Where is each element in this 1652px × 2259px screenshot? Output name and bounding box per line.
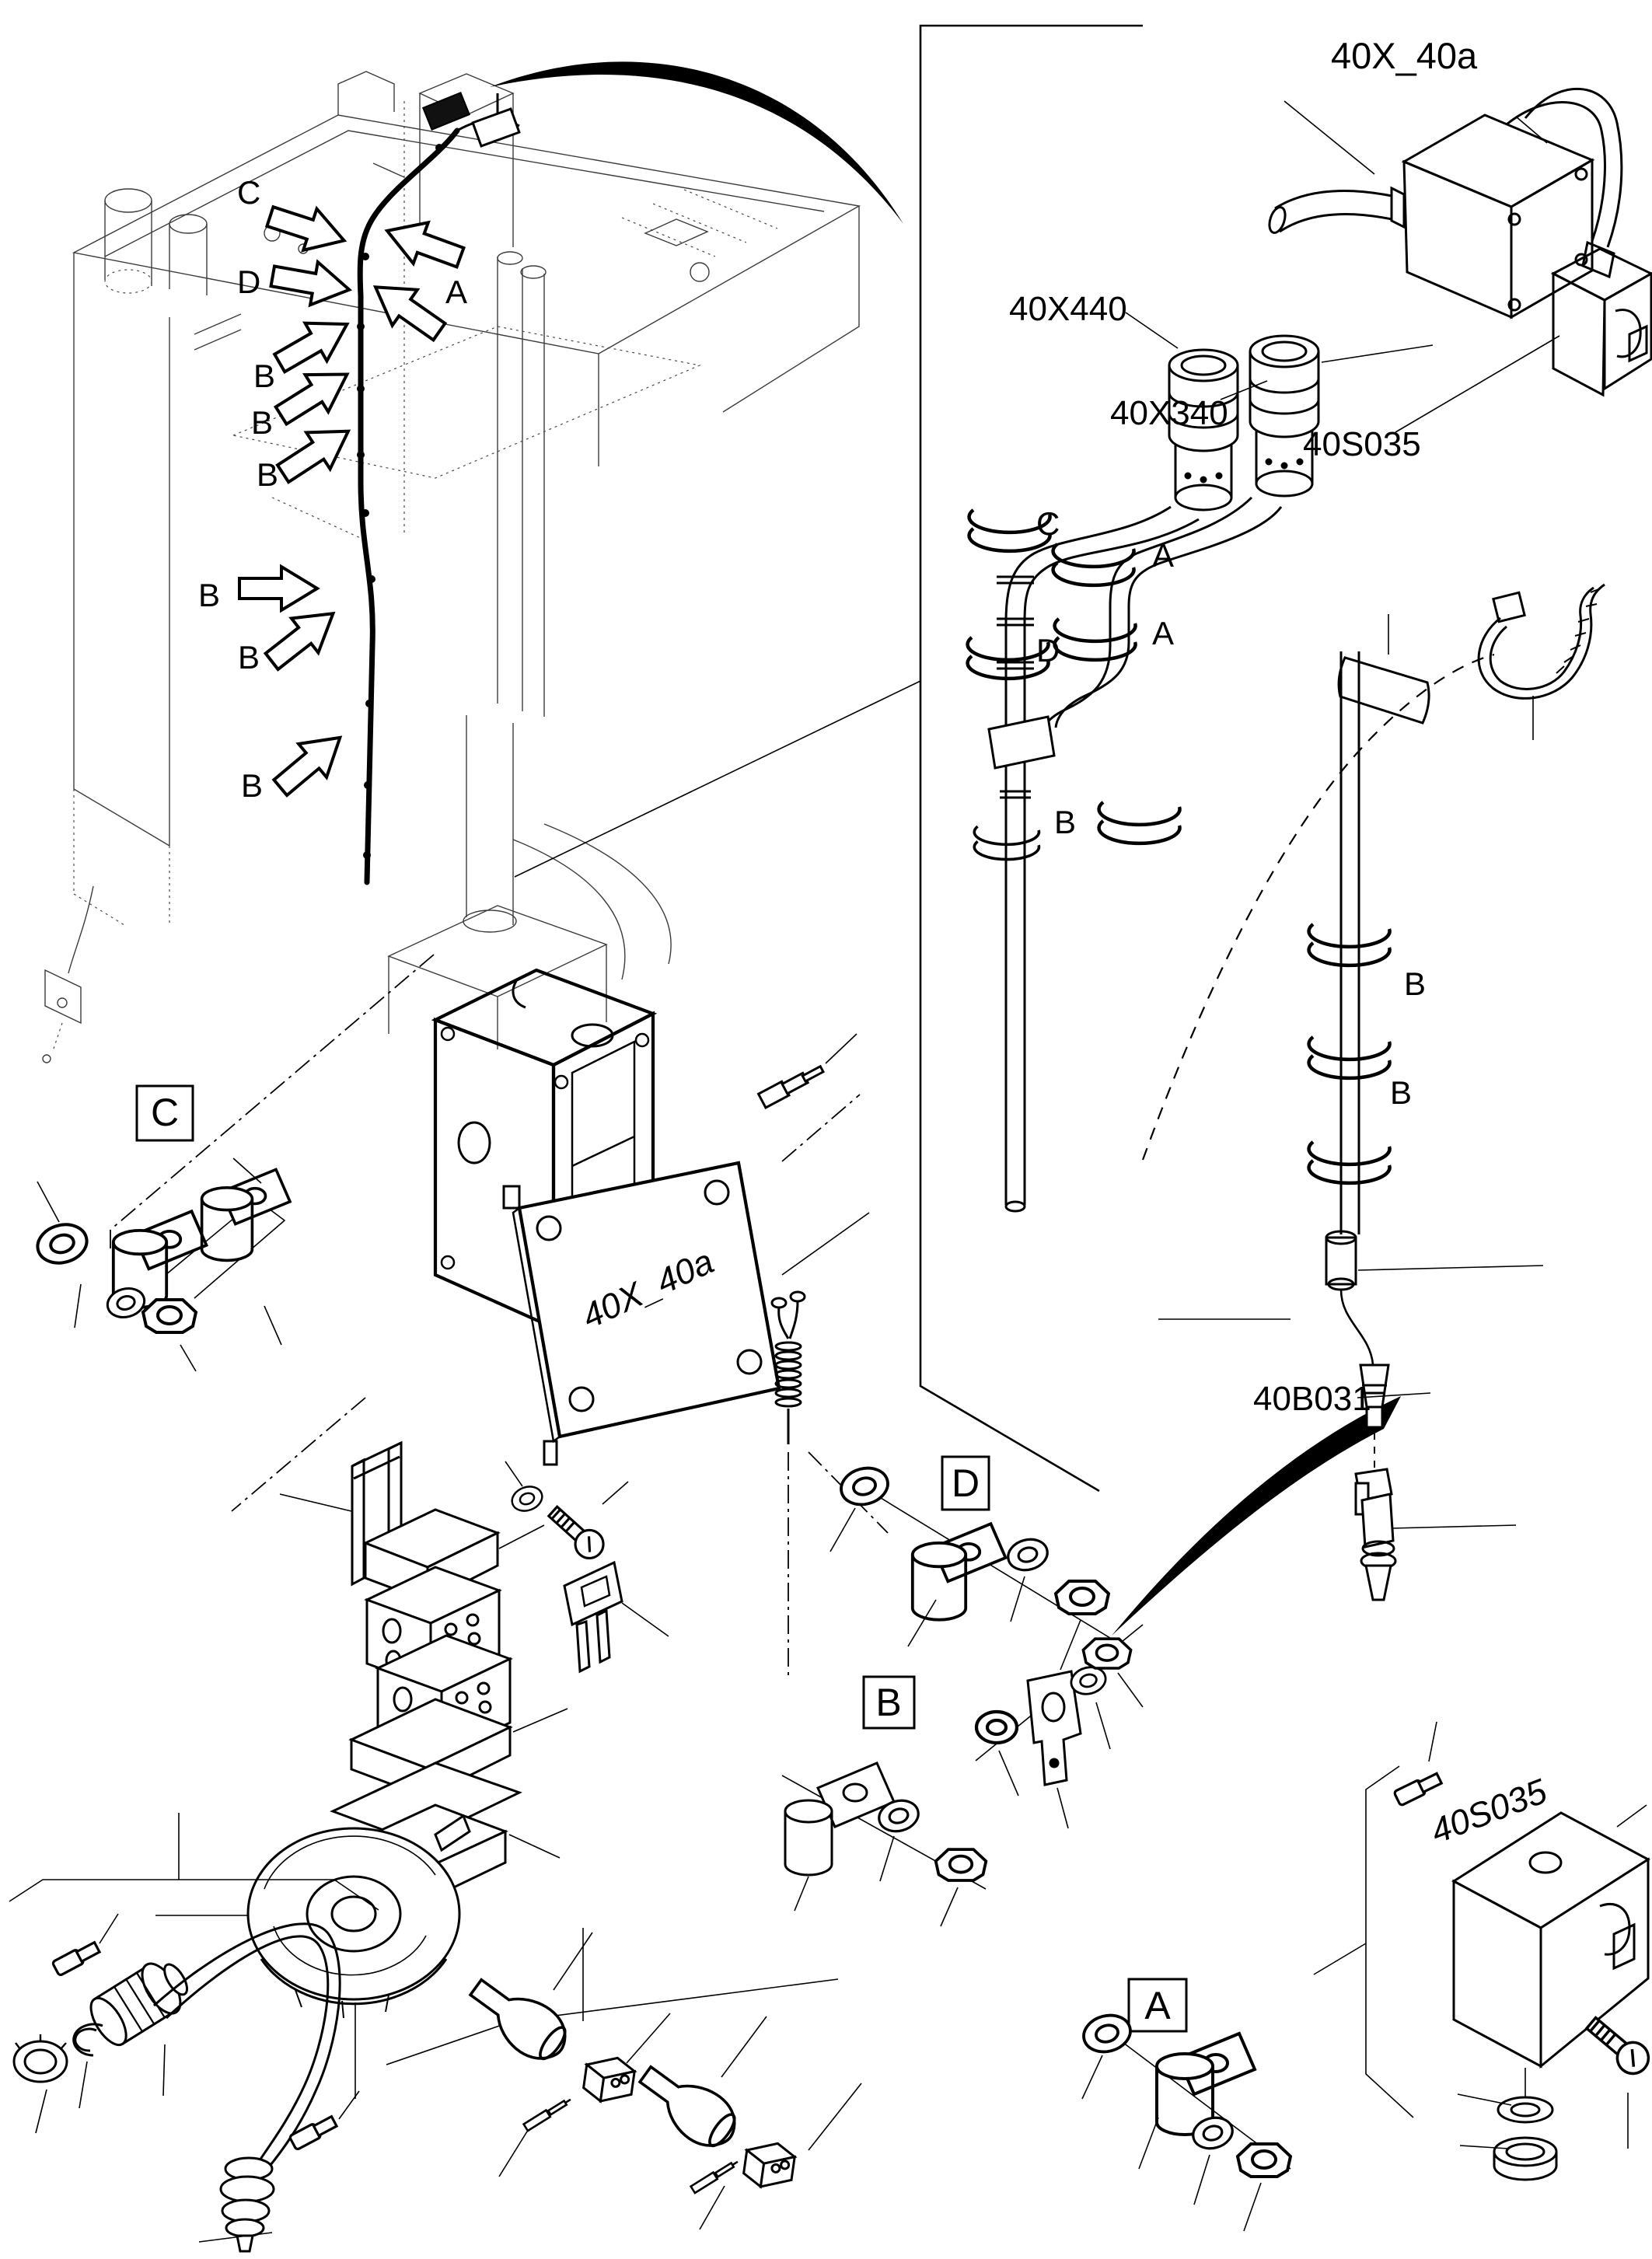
p-clamp-left — [784, 1761, 896, 1877]
hidden-cable-dashed — [1141, 653, 1495, 1161]
arrow-b3 — [269, 411, 362, 494]
callout-letter-b5: B — [238, 639, 260, 676]
label-40x40a: 40X_40a — [1331, 35, 1478, 76]
lock-ring — [72, 2023, 103, 2057]
frame-leader-line — [514, 680, 921, 878]
arrow-b1 — [267, 303, 360, 384]
wrap-marker-b-left — [1099, 802, 1180, 843]
callout-letter-b4: B — [198, 577, 220, 613]
group-d-clamp-kit: D — [829, 1455, 1117, 1671]
group-box-d — [941, 1455, 990, 1511]
cover-plate-40x40a — [502, 1161, 781, 1466]
switch-40s035-top — [1550, 247, 1652, 397]
machine-overview-drawing: C D A B B B B B B — [42, 71, 861, 1063]
route-marker-b2: B — [1404, 965, 1426, 1002]
detail-view-frame — [919, 24, 1143, 1493]
arrow-a1 — [378, 208, 470, 280]
sensor-cable-40b031 — [1325, 651, 1397, 1601]
harness-detail-view: C A A D B B B — [968, 88, 1652, 1601]
grommet — [974, 1709, 1019, 1745]
group-box-b-letter: B — [875, 1681, 901, 1724]
callout-letter-b2: B — [251, 404, 273, 441]
group-box-a-letter: A — [1144, 1984, 1171, 2027]
switch-washer — [1497, 2096, 1554, 2124]
wrap-marker-b4 — [1309, 1142, 1390, 1183]
contact-pin — [756, 1064, 825, 1109]
label-40s035: 40S035 — [1303, 425, 1421, 463]
fuse-comb — [563, 1560, 623, 1674]
pin-1 — [522, 2095, 574, 2132]
arrow-b6 — [264, 719, 356, 806]
harness-top-connectors — [421, 92, 521, 148]
gland-nut — [12, 2034, 68, 2083]
connector-2 — [741, 2138, 798, 2192]
callout-letter-b6: B — [241, 767, 263, 804]
label-40x440: 40X440 — [1009, 290, 1127, 328]
label-sleeve — [1337, 656, 1430, 724]
cable-tie — [1477, 583, 1605, 700]
cap-nut — [1493, 2136, 1558, 2181]
harness-clip-nodes — [357, 144, 443, 859]
group-box-b — [862, 1675, 916, 1730]
route-marker-a2: A — [1152, 615, 1174, 651]
group-c-clamp-kit: C — [31, 1084, 292, 1372]
hose-curve — [153, 1922, 341, 2170]
group-box-c — [135, 1084, 194, 1142]
boot-connector-kits — [386, 1928, 862, 2230]
tab-bracket — [1026, 1670, 1082, 1786]
route-marker-b1: B — [1054, 804, 1076, 840]
machine-callout-letters: C D A B B B B B B — [198, 174, 467, 804]
switch-40s035-bottom: 40S035 — [1313, 1721, 1652, 2181]
callout-letter-c: C — [237, 174, 260, 211]
machine-callout-arrows — [238, 194, 470, 806]
arrow-b4 — [238, 565, 319, 612]
label-40x340: 40X340 — [1110, 394, 1228, 432]
boot-2 — [628, 2052, 748, 2159]
junction-box-40x40a — [1268, 88, 1623, 319]
group-box-c-letter: C — [151, 1091, 179, 1134]
tape-roll — [246, 1814, 471, 2019]
switch-housing — [1451, 1811, 1650, 2069]
group-box-d-letter: D — [952, 1461, 980, 1505]
group-b-fastener-kit: B — [781, 1624, 1144, 1927]
arrow-b5 — [257, 595, 348, 680]
arrow-a2 — [361, 267, 454, 351]
group-a-clamp-kit: A — [1077, 1978, 1292, 2232]
route-marker-a1: A — [1152, 537, 1174, 574]
callout-letter-a: A — [445, 274, 467, 310]
arrow-d — [267, 253, 355, 313]
connector-40x340 — [1249, 334, 1320, 498]
route-marker-c: C — [1036, 505, 1060, 542]
hose-end-fitting — [219, 2156, 275, 2253]
bottom-left-cable-assembly — [9, 1813, 379, 2253]
group-box-a — [1127, 1978, 1188, 2033]
label-40b031: 40B031 — [1253, 1380, 1371, 1418]
cable-gland-connector — [89, 1962, 189, 2047]
terminal-block-stack — [155, 1440, 669, 2099]
wrap-marker-b3 — [1309, 1037, 1390, 1078]
wrap-marker-b2 — [1309, 924, 1390, 965]
route-marker-d: D — [1036, 632, 1060, 669]
sweep-arrow-top — [490, 61, 903, 224]
sweep-arrow-middle — [1112, 1396, 1401, 1636]
callout-letter-b1: B — [253, 358, 275, 394]
callout-letter-d: D — [237, 264, 260, 300]
callout-letter-b3: B — [257, 456, 278, 493]
route-marker-b3: B — [1390, 1074, 1412, 1111]
connector-40x440 — [1168, 348, 1239, 512]
junction-box-exploded: 40X_40a — [110, 954, 889, 1679]
jumper-coil — [770, 1290, 806, 1444]
wrap-marker-a2 — [1055, 619, 1136, 660]
pin-2 — [690, 2157, 741, 2194]
